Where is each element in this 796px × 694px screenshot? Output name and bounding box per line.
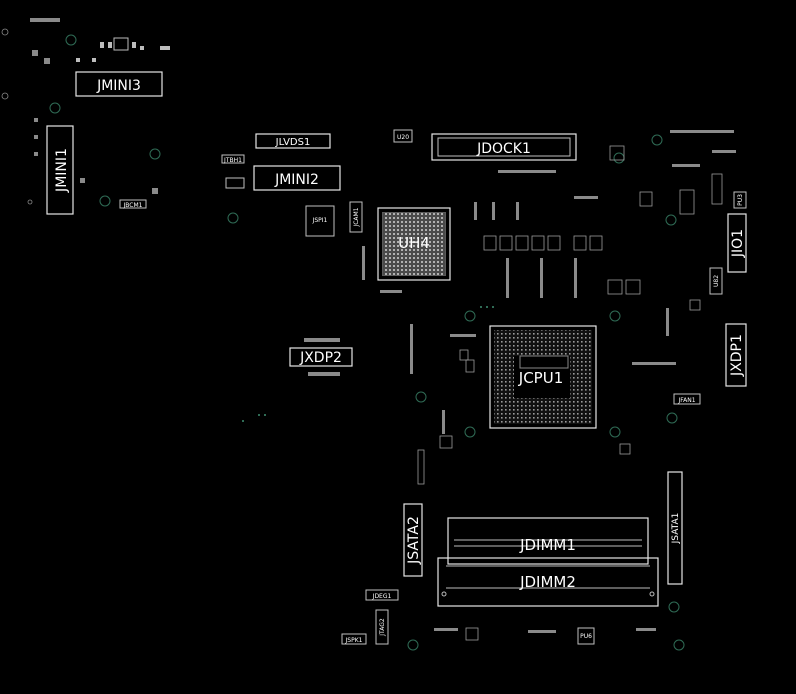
jmini3-label: JMINI3 <box>96 78 141 94</box>
jio1-connector: JIO1 <box>727 213 747 273</box>
jtag2-label: JTAG2 <box>379 618 386 637</box>
teal-vias <box>242 306 494 422</box>
jxdp1-connector: JXDP1 <box>725 323 747 387</box>
jdeg1-label: JDEG1 <box>372 593 392 600</box>
jtag2-connector: JTAG2 <box>375 609 389 645</box>
jlvds1-label: JLVDS1 <box>275 137 311 148</box>
jcpu1-socket: JCPU1 <box>489 325 597 429</box>
jspi1-chip: JSPI1 <box>305 205 335 237</box>
pu6-label: PU6 <box>580 633 592 640</box>
jcam1-label: JCAM1 <box>353 207 360 227</box>
top-left-cluster <box>76 37 170 62</box>
jxdp1-label: JXDP1 <box>729 334 745 377</box>
uh4-chip: UH4 <box>377 207 451 281</box>
jdock1-connector: JDOCK1 <box>431 133 577 161</box>
u82-label: U82 <box>713 275 720 287</box>
jmini1-label: JMINI1 <box>54 148 70 193</box>
jxdp2-connector: JXDP2 <box>289 338 353 376</box>
jbcm1-chip: JBCM1 <box>119 199 147 209</box>
jcpu1-label: JCPU1 <box>518 369 563 387</box>
jdimm1-label: JDIMM1 <box>519 536 576 554</box>
jmini1-connector: JMINI1 <box>46 125 74 215</box>
jmini2-label: JMINI2 <box>274 172 319 188</box>
u82-chip: U82 <box>709 267 723 295</box>
u20-chip: U20 <box>393 129 413 143</box>
jsata2-label: JSATA2 <box>406 516 422 565</box>
jsata1-connector: JSATA1 <box>667 471 683 585</box>
jtbh1-chip: JTBH1 <box>221 154 245 164</box>
jspi1-label: JSPI1 <box>312 217 328 224</box>
jlvds1-connector: JLVDS1 <box>255 133 331 149</box>
jtbh1-label: JTBH1 <box>223 157 242 164</box>
jdeg1-connector: JDEG1 <box>365 589 399 601</box>
jdimm1-slot: JDIMM1 <box>447 517 649 565</box>
jsata1-label: JSATA1 <box>671 513 681 545</box>
pu3-chip: PU3 <box>733 191 747 209</box>
jdimm2-slot: JDIMM2 <box>437 557 659 607</box>
jfan1-label: JFAN1 <box>677 397 695 404</box>
jspk1-label: JSPK1 <box>345 637 363 644</box>
jsata2-connector: JSATA2 <box>403 503 423 577</box>
u20-label: U20 <box>397 134 409 141</box>
jxdp2-label: JXDP2 <box>299 350 342 366</box>
mount-holes <box>1 28 685 651</box>
small-chip <box>225 177 245 189</box>
jbcm1-label: JBCM1 <box>123 202 143 209</box>
jfan1-connector: JFAN1 <box>673 393 701 405</box>
jspk1-connector: JSPK1 <box>341 633 367 645</box>
pu3-label: PU3 <box>737 194 744 206</box>
trace-pads <box>362 130 736 633</box>
jio1-label: JIO1 <box>730 229 746 258</box>
passive-components <box>417 145 723 641</box>
jdock1-label: JDOCK1 <box>476 141 531 157</box>
pu6-chip: PU6 <box>577 627 595 645</box>
jmini2-connector: JMINI2 <box>253 165 341 191</box>
left-edge-pads <box>30 18 158 194</box>
jcam1-connector: JCAM1 <box>349 201 363 233</box>
jmini3-connector: JMINI3 <box>75 71 163 97</box>
uh4-label: UH4 <box>398 234 430 252</box>
jdimm2-label: JDIMM2 <box>519 573 576 591</box>
